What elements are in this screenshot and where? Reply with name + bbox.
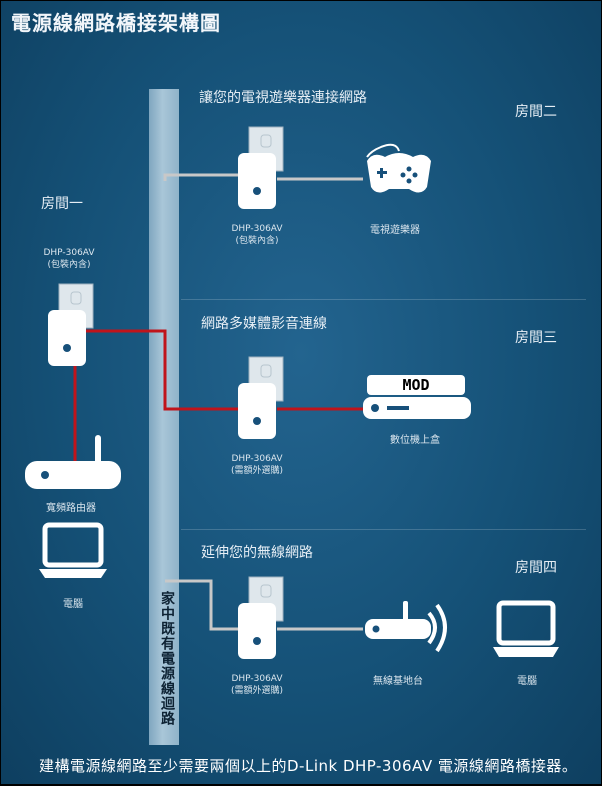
diagram-title: 電源線網路橋接架構圖 [11,11,221,35]
game-console-label: 電視遊樂器 [370,225,420,236]
computer-icon [39,522,107,578]
game-power-line [163,173,239,181]
powerline-column [149,89,179,745]
adapter-wireless-label: DHP-306AV (需額外選購) [217,673,297,697]
game-controller-icon [366,143,431,193]
divider-1 [181,299,586,300]
adapter-main-label: DHP-306AV (包裝內含) [29,247,109,271]
mod-badge: MOD [367,375,465,395]
laptop-right-icon [493,600,559,657]
adapter-game-model: DHP-306AV [231,224,283,234]
adapter-main-note: (包裝內含) [47,260,91,270]
access-point-icon [365,601,447,653]
adapter-wireless-shape [238,576,284,659]
adapter-wireless-note: (需額外選購) [230,686,284,696]
footer-note: 建構電源線網路至少需要兩個以上的D-Link DHP-306AV 電源線網路橋接… [39,757,578,775]
room-1-label: 房間一 [41,196,83,212]
adapter-game-shape [238,126,284,209]
adapter-media-shape [238,356,284,439]
router-label: 寬頻路由器 [46,503,96,514]
adapter-main-shape [48,283,94,366]
section-game-label: 讓您的電視遊樂器連接網路 [199,90,367,106]
divider-2 [181,529,586,530]
router-icon [25,435,121,489]
computer-label: 電腦 [63,599,83,610]
set-top-box-icon [363,397,471,419]
wireless-power-line [165,579,239,631]
section-media-label: 網路多媒體影音連線 [201,316,327,332]
laptop-label: 電腦 [517,676,537,687]
adapter-media-note: (需額外選購) [230,466,284,476]
room-2-label: 房間二 [515,104,557,120]
adapter-media-model: DHP-306AV [231,454,283,464]
powerline-label: 家中既有電源線迴路 [159,591,175,726]
stb-label: 數位機上盒 [390,435,440,446]
room-3-label: 房間三 [515,330,557,346]
adapter-main-model: DHP-306AV [43,248,95,258]
adapter-wireless-model: DHP-306AV [231,674,283,684]
access-point-label: 無線基地台 [373,676,423,687]
room-4-label: 房間四 [515,560,557,576]
red-main-line [83,329,239,411]
adapter-media-label: DHP-306AV (需額外選購) [217,453,297,477]
section-wireless-label: 延伸您的無線網路 [201,545,313,561]
adapter-game-note: (包裝內含) [235,236,279,246]
adapter-game-label: DHP-306AV (包裝內含) [217,223,297,247]
